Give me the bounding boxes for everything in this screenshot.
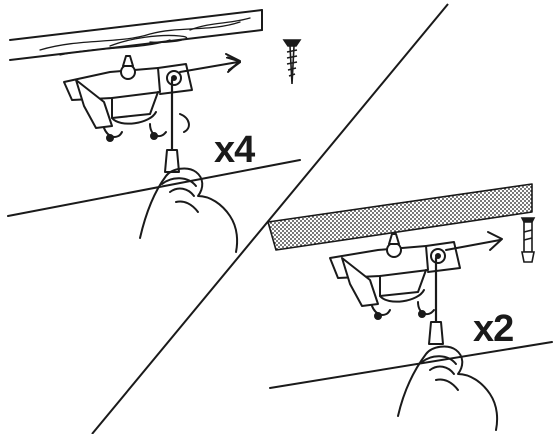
direction-arrow-bottom [445, 239, 501, 251]
direction-arrow-top [179, 62, 238, 73]
floor-line-bottom [269, 341, 553, 389]
wood-ceiling-panel [7, 9, 301, 253]
quantity-label-bottom: x2 [473, 308, 514, 350]
panel-divider [91, 3, 449, 434]
wall-plug-icon [520, 217, 536, 263]
curtain-bracket-top [63, 55, 193, 142]
hand-top [139, 167, 239, 253]
curtain-bracket-bottom [329, 233, 461, 320]
screwdriver-bottom [428, 256, 444, 345]
concrete-ceiling-panel [267, 183, 553, 431]
hand-bottom [397, 345, 499, 431]
wood-plank [9, 9, 263, 61]
concrete-slab [267, 183, 533, 251]
wood-screw-icon [282, 39, 302, 85]
floor-line-top [7, 159, 301, 217]
quantity-label-top: x4 [214, 129, 255, 171]
screwdriver-top [164, 78, 180, 173]
